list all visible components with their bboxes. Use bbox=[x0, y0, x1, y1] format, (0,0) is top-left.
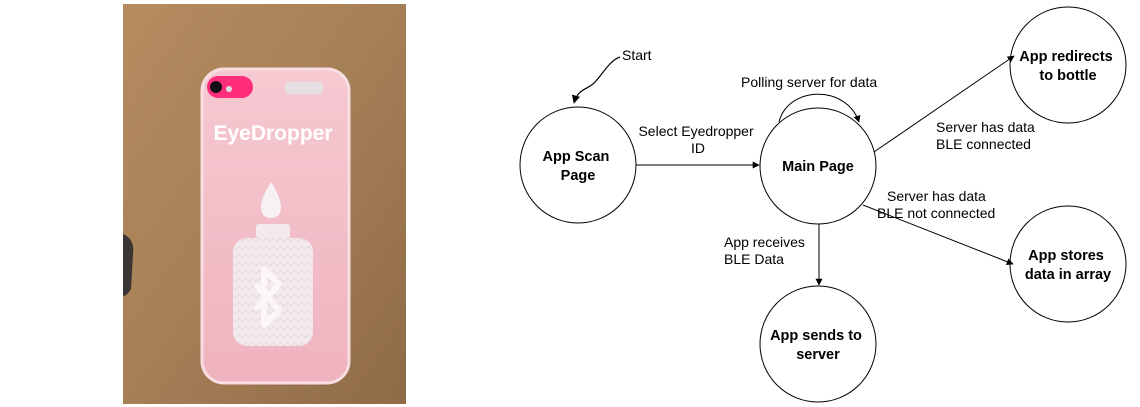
node-app-scan-page-line1: App Scan bbox=[543, 149, 610, 165]
edge-receives-label-line1: App receives bbox=[724, 234, 805, 250]
desk-shadow bbox=[123, 234, 134, 296]
node-app-sends-line1: App sends to bbox=[770, 328, 862, 344]
edge-not-connected-label-line1: Server has data bbox=[887, 188, 986, 204]
edge-receives-label-line2: BLE Data bbox=[724, 251, 784, 267]
start-arrow bbox=[571, 56, 621, 104]
case-logo-text: EyeDropper bbox=[213, 122, 332, 145]
node-app-stores bbox=[1009, 205, 1127, 323]
node-app-redirects-line2: to bottle bbox=[1039, 68, 1096, 84]
bluetooth-icon bbox=[254, 266, 282, 328]
svg-text:App redirects to bottle: App redirects to bottle bbox=[1019, 49, 1117, 84]
node-main-page-line1: Main Page bbox=[782, 159, 854, 175]
node-app-scan-page bbox=[519, 106, 637, 224]
node-app-scan-page-line2: Page bbox=[561, 168, 596, 184]
node-app-stores-line1: App stores bbox=[1028, 248, 1104, 264]
svg-text:App sends to server: App sends to server bbox=[770, 328, 866, 363]
drop-icon bbox=[261, 182, 281, 218]
edge-not-connected-label-line2: BLE not connected bbox=[877, 205, 995, 221]
svg-text:Select Eyedropper ID: Select Eyedropper ID bbox=[638, 123, 757, 156]
grille-icon bbox=[285, 82, 323, 94]
camera-lens-icon bbox=[210, 81, 222, 93]
node-main-page bbox=[759, 107, 877, 225]
node-app-redirects bbox=[1009, 6, 1127, 124]
edge-to-redirect bbox=[873, 55, 1015, 153]
svg-text:Server has data BLE connec: Server has data BLE connected bbox=[936, 119, 1039, 152]
edge-select-label-line2: ID bbox=[691, 140, 705, 156]
node-app-stores-line2: data in array bbox=[1025, 267, 1111, 283]
svg-text:App Scan Page: App Scan Page bbox=[543, 149, 614, 184]
edge-connected-label-line1: Server has data bbox=[936, 119, 1035, 135]
edge-connected-label-line2: BLE connected bbox=[936, 136, 1031, 152]
edge-polling-loop bbox=[778, 93, 861, 123]
node-app-sends-line2: server bbox=[796, 347, 840, 363]
edge-polling-label: Polling server for data bbox=[741, 74, 877, 90]
svg-text:Polling server for data: Polling server for data bbox=[741, 74, 877, 90]
svg-text:Server has data BLE not co: Server has data BLE not connected bbox=[877, 188, 995, 221]
eyedropper-photo: EyeDropper bbox=[123, 4, 406, 404]
node-app-redirects-line1: App redirects bbox=[1019, 49, 1112, 65]
svg-text:App stores data in array: App stores data in array bbox=[1025, 248, 1111, 283]
svg-text:App receives BLE Data: App receives BLE Data bbox=[724, 234, 809, 267]
start-label: Start bbox=[622, 47, 652, 63]
svg-text:Main Page: Main Page bbox=[782, 159, 854, 175]
camera-flash-icon bbox=[226, 86, 232, 92]
edge-select-label-line1: Select Eyedropper bbox=[638, 123, 754, 139]
edge-to-store bbox=[862, 204, 1014, 265]
node-app-sends bbox=[759, 285, 877, 403]
